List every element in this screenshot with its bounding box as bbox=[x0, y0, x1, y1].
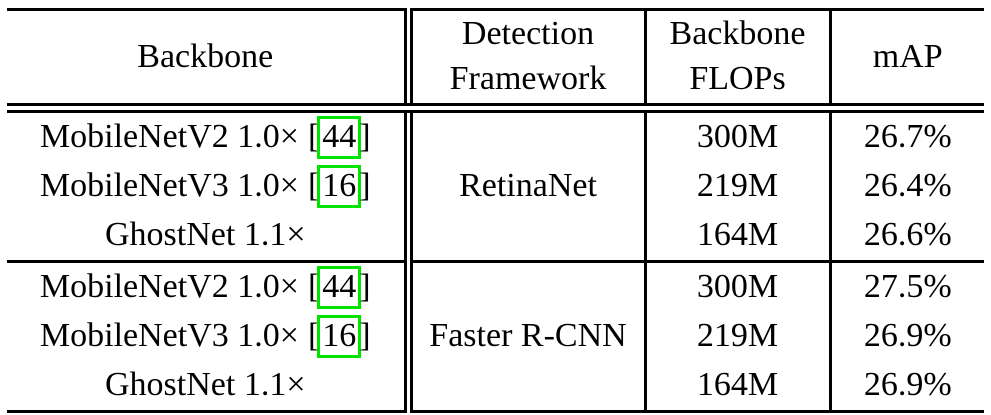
bracket-close: ] bbox=[359, 317, 371, 355]
backbone-name: MobileNetV3 1.0× bbox=[39, 317, 299, 355]
backbone-name: MobileNetV2 1.0× bbox=[39, 118, 299, 156]
citation-link[interactable]: [16] bbox=[307, 165, 371, 208]
table-row: MobileNetV2 1.0×[44] RetinaNet 300M 26.7… bbox=[7, 108, 984, 262]
flops-cell: 164M bbox=[645, 211, 832, 262]
bracket-close: ] bbox=[359, 118, 371, 156]
bracket-open: [ bbox=[307, 118, 320, 156]
backbone-name: GhostNet 1.1× bbox=[105, 216, 306, 254]
backbone-name: MobileNetV3 1.0× bbox=[39, 167, 299, 205]
header-row: Backbone Detection Framework Backbone FL… bbox=[7, 9, 984, 113]
citation-number: 44 bbox=[317, 266, 362, 309]
bracket-open: [ bbox=[307, 268, 320, 306]
citation-link[interactable]: [16] bbox=[307, 315, 371, 358]
flops-cell: 300M bbox=[645, 108, 832, 162]
backbone-cell: MobileNetV3 1.0×[16] bbox=[7, 312, 408, 361]
bracket-open: [ bbox=[307, 317, 320, 355]
citation-link[interactable]: [44] bbox=[307, 116, 371, 159]
backbone-cell: MobileNetV2 1.0×[44] bbox=[7, 260, 408, 312]
citation-number: 16 bbox=[317, 165, 362, 208]
framework-cell: RetinaNet bbox=[403, 108, 647, 262]
flops-cell: 300M bbox=[645, 260, 832, 312]
backbone-name: GhostNet 1.1× bbox=[105, 366, 306, 404]
map-cell: 26.7% bbox=[863, 118, 952, 156]
flops-cell: 219M bbox=[645, 312, 832, 361]
bracket-open: [ bbox=[307, 167, 320, 205]
citation-number: 44 bbox=[317, 116, 362, 159]
table-row: GhostNet 1.1× 164M 26.9% bbox=[7, 361, 984, 412]
table-row: MobileNetV3 1.0×[16] 219M 26.9% bbox=[7, 312, 984, 361]
table-row: MobileNetV3 1.0×[16] 219M 26.4% bbox=[7, 162, 984, 211]
header-line: Backbone bbox=[669, 15, 806, 53]
column-header-flops: Backbone FLOPs bbox=[645, 9, 832, 113]
backbone-cell: MobileNetV2 1.0×[44] bbox=[7, 108, 408, 162]
column-header-backbone: Backbone bbox=[7, 9, 408, 113]
column-header-framework: Detection Framework bbox=[403, 9, 647, 113]
header-line: Detection bbox=[461, 15, 595, 53]
map-cell: 26.6% bbox=[863, 216, 952, 254]
bracket-close: ] bbox=[359, 268, 371, 306]
flops-cell: 164M bbox=[645, 361, 832, 412]
backbone-cell: GhostNet 1.1× bbox=[7, 211, 408, 262]
header-line: Framework bbox=[449, 60, 607, 97]
table-row: GhostNet 1.1× 164M 26.6% bbox=[7, 211, 984, 262]
framework-cell: Faster R-CNN bbox=[403, 260, 647, 412]
results-table: Backbone Detection Framework Backbone FL… bbox=[7, 8, 984, 413]
table-row: MobileNetV2 1.0×[44] Faster R-CNN 300M 2… bbox=[7, 260, 984, 412]
header-line: mAP bbox=[872, 37, 943, 75]
bracket-close: ] bbox=[359, 167, 371, 205]
map-cell: 26.9% bbox=[863, 366, 952, 404]
backbone-cell: MobileNetV3 1.0×[16] bbox=[7, 162, 408, 211]
map-cell: 26.4% bbox=[863, 167, 952, 205]
header-line: Backbone bbox=[137, 37, 274, 75]
citation-link[interactable]: [44] bbox=[307, 266, 371, 309]
flops-cell: 219M bbox=[645, 162, 832, 211]
backbone-cell: GhostNet 1.1× bbox=[7, 361, 408, 412]
header-line: FLOPs bbox=[689, 60, 786, 97]
map-cell: 26.9% bbox=[863, 317, 952, 355]
map-cell: 27.5% bbox=[830, 260, 984, 312]
backbone-name: MobileNetV2 1.0× bbox=[39, 268, 299, 306]
column-header-map: mAP bbox=[830, 9, 984, 113]
citation-number: 16 bbox=[317, 315, 362, 358]
